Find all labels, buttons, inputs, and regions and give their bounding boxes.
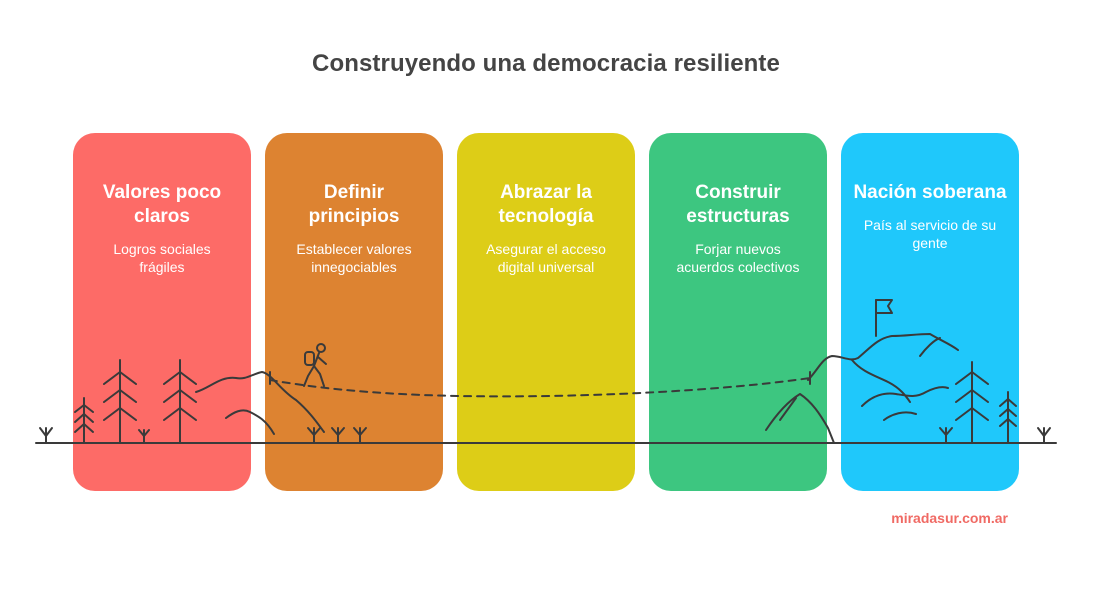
stage-card-valores: Valores poco claros Logros sociales frág… — [73, 133, 251, 491]
stage-description: Logros sociales frágiles — [113, 241, 211, 275]
stage-title: Definir principios — [308, 182, 400, 227]
stage-title: Nación soberana — [853, 182, 1007, 203]
stage-card-nacion: Nación soberana País al servicio de su g… — [841, 133, 1019, 491]
stage-title: Construir estructuras — [686, 182, 790, 227]
stage-description: Establecer valores innegociables — [296, 241, 412, 275]
stage-title: Abrazar la tecnología — [498, 182, 594, 227]
page-title: Construyendo una democracia resiliente — [312, 50, 780, 77]
stage-card-estructuras: Construir estructuras Forjar nuevos acue… — [649, 133, 827, 491]
stage-card-tecnologia: Abrazar la tecnología Asegurar el acceso… — [457, 133, 635, 491]
source-link[interactable]: miradasur.com.ar — [891, 510, 1008, 526]
stage-title: Valores poco claros — [102, 182, 222, 227]
stage-description: País al servicio de su gente — [863, 217, 997, 251]
stage-card-principios: Definir principios Establecer valores in… — [265, 133, 443, 491]
stage-description: Forjar nuevos acuerdos colectivos — [676, 241, 800, 275]
stage-description: Asegurar el acceso digital universal — [486, 241, 606, 275]
grass-sprout-icon — [39, 427, 53, 444]
